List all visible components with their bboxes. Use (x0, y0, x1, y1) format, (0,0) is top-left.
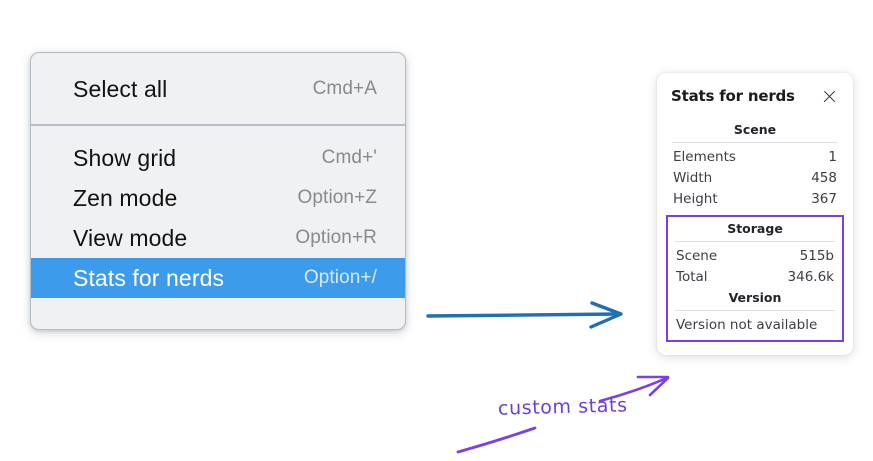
stat-key: Scene (676, 247, 718, 264)
menu-item-zen-mode[interactable]: Zen mode Option+Z (31, 178, 405, 218)
menu-item-label: Show grid (73, 144, 177, 171)
stat-value: 458 (811, 169, 837, 186)
menu-item-show-grid[interactable]: Show grid Cmd+' (31, 138, 405, 178)
stat-key: Height (673, 190, 718, 207)
menu-item-shortcut: Cmd+A (312, 78, 377, 99)
menu-item-label: Zen mode (73, 184, 178, 211)
menu-item-shortcut: Option+Z (297, 187, 377, 208)
menu-item-select-all[interactable]: Select all Cmd+A (31, 69, 405, 109)
custom-stats-annotation-label: custom stats (497, 394, 628, 420)
stat-key: Width (673, 169, 713, 186)
close-icon[interactable] (821, 88, 838, 105)
blue-pointer-arrow (426, 301, 623, 329)
stat-row-storage-scene: Scene 515b (673, 245, 837, 266)
stat-row-height: Height 367 (670, 188, 840, 209)
menu-item-stats-for-nerds[interactable]: Stats for nerds Option+/ (31, 258, 405, 298)
purple-underline-stroke (456, 426, 537, 454)
scene-section-heading: Scene (733, 122, 777, 137)
menu-item-label: View mode (73, 224, 188, 251)
storage-divider (675, 241, 835, 242)
stat-key: Elements (673, 148, 736, 165)
stats-for-nerds-panel[interactable]: Stats for nerds Scene Elements 1 Width 4… (657, 73, 853, 355)
version-divider (675, 310, 835, 311)
stat-value: 346.6k (787, 268, 834, 285)
stat-value: 515b (799, 247, 834, 264)
version-section-heading: Version (728, 290, 782, 305)
stat-row-storage-total: Total 346.6k (673, 266, 837, 287)
menu-section-primary: Select all Cmd+A (31, 53, 405, 124)
stat-key: Total (676, 268, 708, 285)
menu-item-view-mode[interactable]: View mode Option+R (31, 218, 405, 258)
menu-bottom-padding (31, 310, 405, 329)
storage-section-heading: Storage (727, 221, 783, 236)
stat-row-elements: Elements 1 (670, 146, 840, 167)
custom-stats-highlight-box: Storage Scene 515b Total 346.6k Version … (666, 215, 844, 342)
stats-panel-title: Stats for nerds (671, 87, 795, 105)
version-note: Version not available (676, 317, 818, 333)
scene-divider (672, 142, 838, 143)
menu-item-shortcut: Cmd+' (321, 147, 377, 168)
menu-item-label: Stats for nerds (73, 264, 225, 291)
stat-value: 1 (828, 148, 837, 165)
menu-divider (31, 124, 405, 126)
canvas-context-menu[interactable]: Select all Cmd+A Show grid Cmd+' Zen mod… (30, 52, 406, 330)
menu-item-label: Select all (73, 75, 168, 102)
menu-section-view: Show grid Cmd+' Zen mode Option+Z View m… (31, 126, 405, 310)
stats-panel-header: Stats for nerds (670, 87, 840, 105)
stat-value: 367 (811, 190, 837, 207)
stat-row-width: Width 458 (670, 167, 840, 188)
menu-item-shortcut: Option+/ (303, 267, 377, 288)
menu-item-shortcut: Option+R (295, 227, 377, 248)
